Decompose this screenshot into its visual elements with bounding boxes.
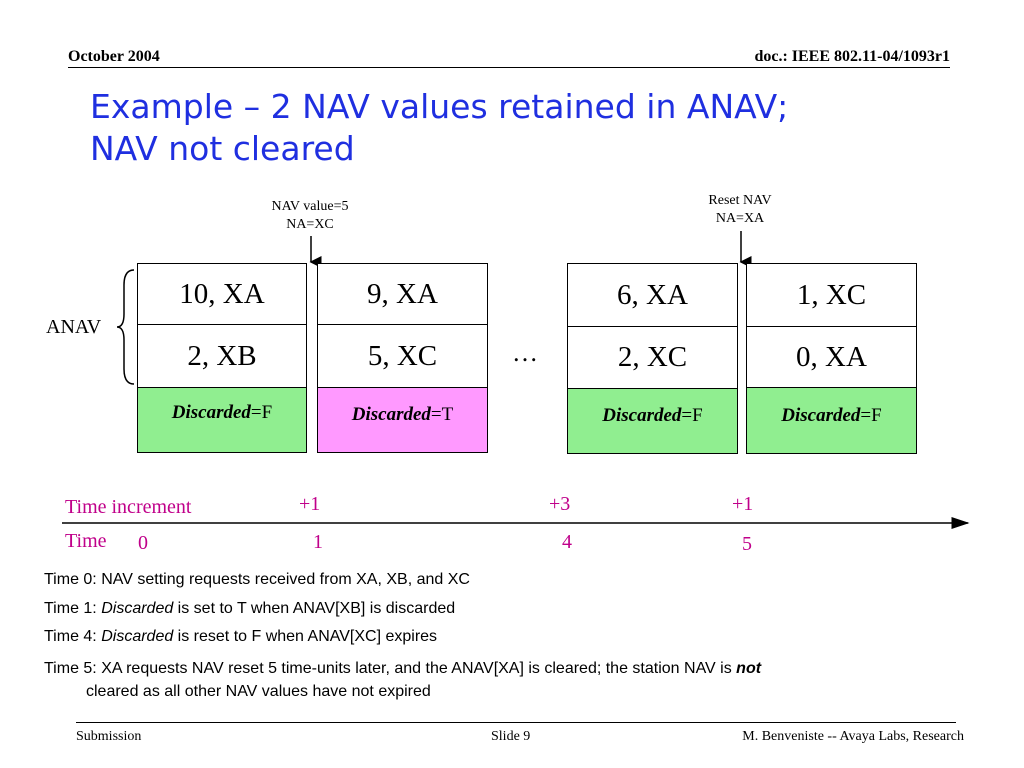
time-increment-3: +1 [732,493,754,515]
callout-reset-nav-line1: Reset NAV [708,193,772,208]
footer-rule [76,722,956,723]
note-time-5: Time 5: XA requests NAV reset 5 time-uni… [44,657,964,703]
note-text: Time 5: XA requests NAV reset 5 time-uni… [44,660,737,677]
footer-slide-number: Slide 9 [491,729,531,744]
title-line-2: NAV not cleared [90,129,355,168]
anav-box-3-discarded: Discarded=F [567,388,738,454]
note-text: Time 4: [44,628,102,645]
callout-reset-nav: Reset NAV NA=XA [680,192,800,228]
ellipsis: … [512,338,538,367]
footer-submission: Submission [76,729,142,744]
title-line-1: Example – 2 NAV values retained in ANAV; [90,87,789,126]
anav-box-3-bottom: 2, XC [567,326,738,389]
anav-brace [116,269,135,385]
header-rule [68,67,950,68]
header-doc-id: doc.: IEEE 802.11-04/1093r1 [754,48,950,65]
note-text: is reset to F when ANAV[XC] expires [173,628,438,645]
time-label: Time [65,530,107,552]
note-time-0: Time 0: NAV setting requests received fr… [44,571,470,589]
note-emphasis: Discarded [101,600,174,617]
time-increment-2: +3 [549,493,571,515]
note-emphasis: not [736,660,762,677]
callout-nav-value-line2: NA=XC [286,217,334,232]
time-value-5: 5 [742,533,752,555]
time-increment-1: +1 [299,493,321,515]
note-time-1: Time 1: Discarded is set to T when ANAV[… [44,600,455,618]
anav-label: ANAV [46,316,102,338]
anav-box-2-bottom: 5, XC [317,324,488,388]
anav-box-3-top: 6, XA [567,263,738,327]
time-value-1: 1 [313,531,323,553]
callout-nav-value: NAV value=5 NA=XC [250,198,370,234]
note-text: is set to T when ANAV[XB] is discarded [173,600,456,617]
anav-box-1-discarded: Discarded=F [137,387,307,453]
note-text: Time 1: [44,600,102,617]
note-emphasis: Discarded [101,628,174,645]
discarded-label: Discarded [602,405,682,426]
slide-title: Example – 2 NAV values retained in ANAV;… [90,86,950,170]
anav-box-1-bottom: 2, XB [137,324,307,388]
time-value-4: 4 [562,531,572,553]
anav-box-2-top: 9, XA [317,263,488,325]
note-time-4: Time 4: Discarded is reset to F when ANA… [44,628,437,646]
callout-nav-value-line1: NAV value=5 [271,199,349,214]
anav-box-4-discarded: Discarded=F [746,387,917,454]
time-value-0: 0 [138,532,148,554]
discarded-value: =T [430,404,454,425]
anav-box-1-top: 10, XA [137,263,307,325]
anav-box-4-top: 1, XC [746,263,917,327]
note-text: cleared as all other NAV values have not… [86,683,431,700]
time-increment-label: Time increment [65,496,192,518]
discarded-label: Discarded [781,404,861,426]
discarded-label: Discarded [171,402,251,423]
discarded-value: =F [681,405,703,426]
discarded-label: Discarded [351,404,431,425]
note-text: Time 0: NAV setting requests received fr… [44,571,470,588]
footer-author: M. Benveniste -- Avaya Labs, Research [742,729,964,744]
anav-box-4-bottom: 0, XA [746,326,917,388]
callout-reset-nav-line2: NA=XA [715,211,765,226]
discarded-value: =F [250,402,273,423]
header-date: October 2004 [68,48,160,65]
discarded-value: =F [860,404,882,426]
anav-box-2-discarded: Discarded=T [317,387,488,453]
